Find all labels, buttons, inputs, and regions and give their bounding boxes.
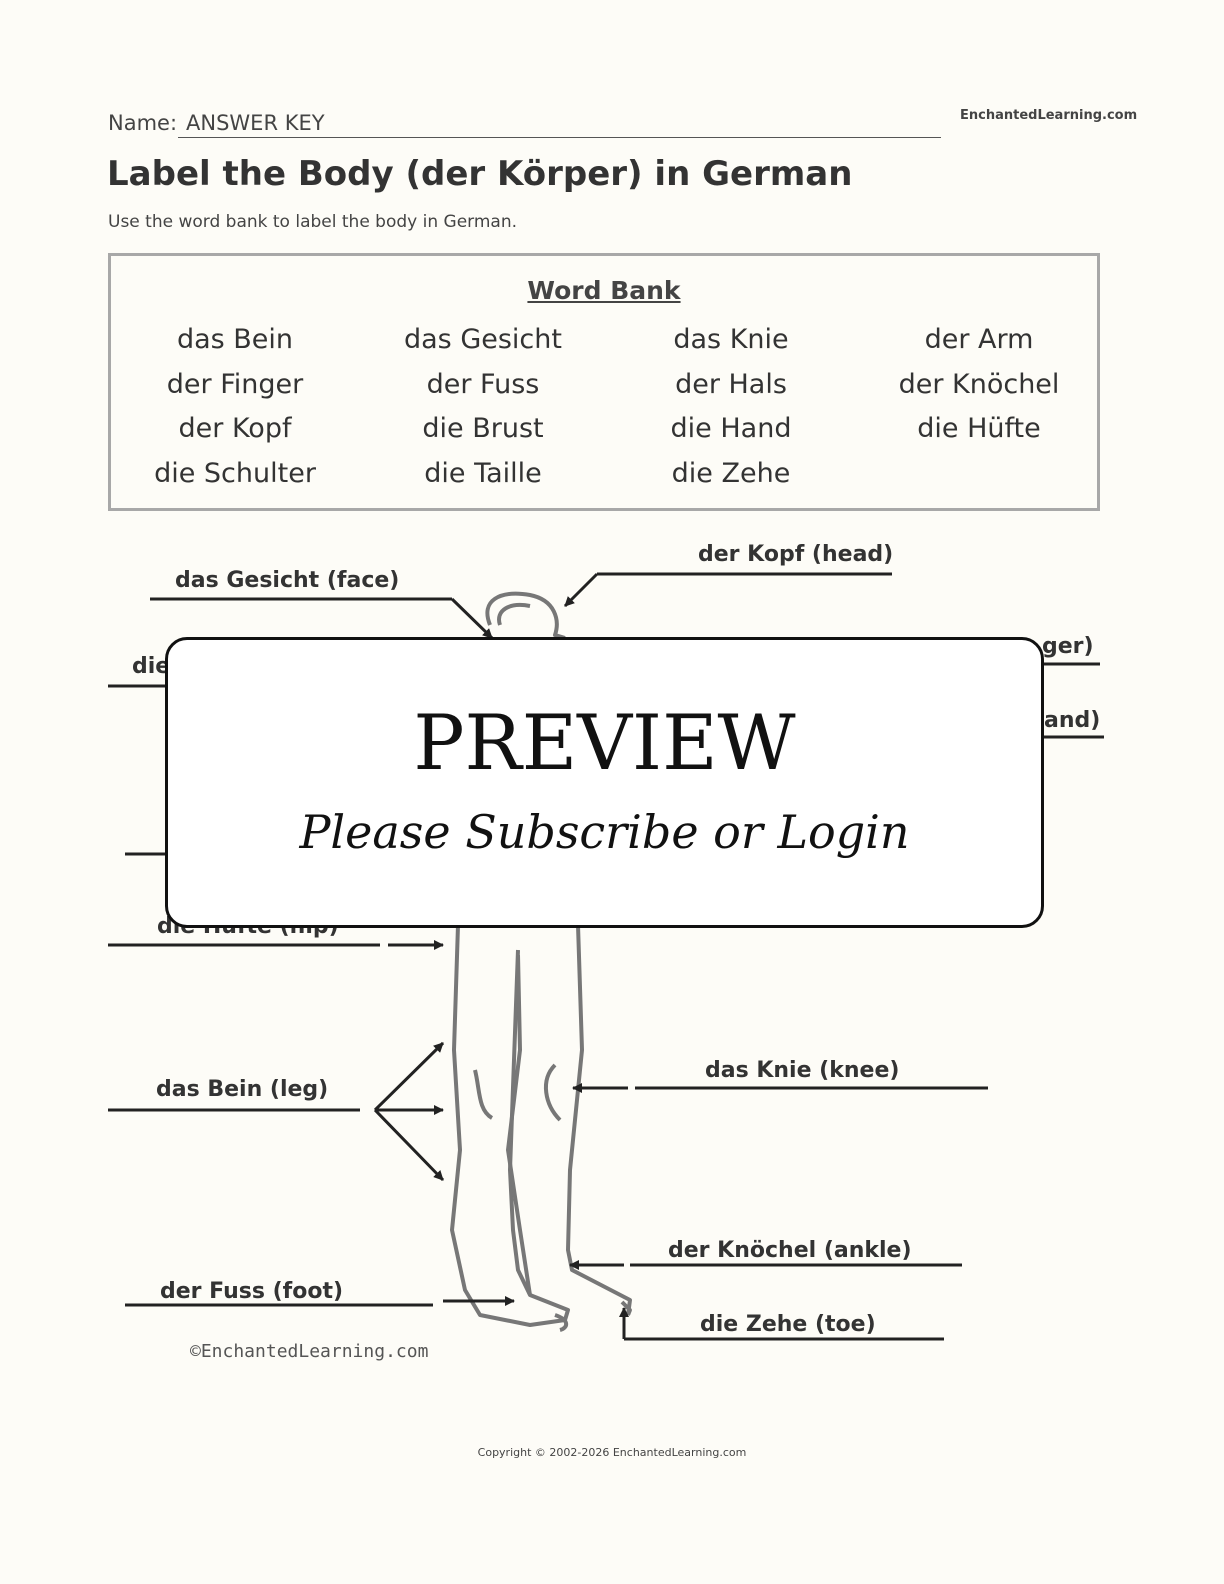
diagram-watermark: ©EnchantedLearning.com (190, 1341, 428, 1362)
word-bank-word: die Hüfte (917, 413, 1041, 444)
body-outline (450, 591, 632, 1332)
name-value: ANSWER KEY (186, 111, 325, 135)
word-bank-word: das Bein (176, 324, 294, 355)
name-label: Name: (108, 111, 178, 135)
subscribe-login-link[interactable]: Please Subscribe or Login (299, 805, 910, 859)
word-bank-word: der Knöchel (898, 368, 1060, 400)
label-shoulder: die (132, 654, 170, 679)
label-toe: die Zehe (toe) (700, 1312, 876, 1337)
word-bank-word: die Brust (422, 413, 544, 444)
word-bank-title: Word Bank (527, 276, 681, 305)
preview-title: PREVIEW (413, 698, 796, 787)
word-bank-word: die Hand (670, 413, 792, 444)
name-line (178, 137, 941, 138)
word-bank-word: der Arm (924, 324, 1034, 355)
body-diagram: das Gesicht (face) der Kopf (head) die g… (108, 542, 1104, 1362)
word-bank-word: der Hals (675, 368, 787, 400)
word-bank-word: das Knie (673, 324, 789, 355)
label-hand: and) (1044, 708, 1100, 733)
word-bank-word: die Taille (424, 457, 542, 489)
label-finger: ger) (1042, 634, 1094, 659)
instructions: Use the word bank to label the body in G… (108, 212, 518, 232)
word-bank-word: der Fuss (426, 368, 540, 400)
copyright-footer: Copyright © 2002-2026 EnchantedLearning.… (477, 1446, 747, 1459)
label-foot: der Fuss (foot) (160, 1279, 343, 1304)
word-bank: Word Bank das Bein das Gesicht das Knie … (108, 253, 1100, 511)
label-knee: das Knie (knee) (705, 1058, 899, 1083)
word-bank-word: der Kopf (178, 413, 292, 444)
label-leg: das Bein (leg) (156, 1077, 328, 1102)
word-bank-grid: das Bein das Gesicht das Knie der Arm de… (111, 320, 1103, 498)
label-head: der Kopf (head) (698, 542, 893, 567)
word-bank-word: das Gesicht (404, 324, 562, 355)
preview-overlay[interactable]: PREVIEW Please Subscribe or Login (165, 637, 1044, 928)
label-face: das Gesicht (face) (175, 568, 399, 593)
site-logo[interactable]: EnchantedLearning.com (960, 108, 1138, 123)
label-ankle: der Knöchel (ankle) (668, 1238, 912, 1263)
leader-lines (108, 572, 1104, 1341)
page-title: Label the Body (der Körper) in German (107, 154, 853, 194)
word-bank-word: die Schulter (154, 457, 316, 489)
word-bank-word: der Finger (166, 368, 304, 400)
word-bank-word: die Zehe (671, 457, 791, 489)
